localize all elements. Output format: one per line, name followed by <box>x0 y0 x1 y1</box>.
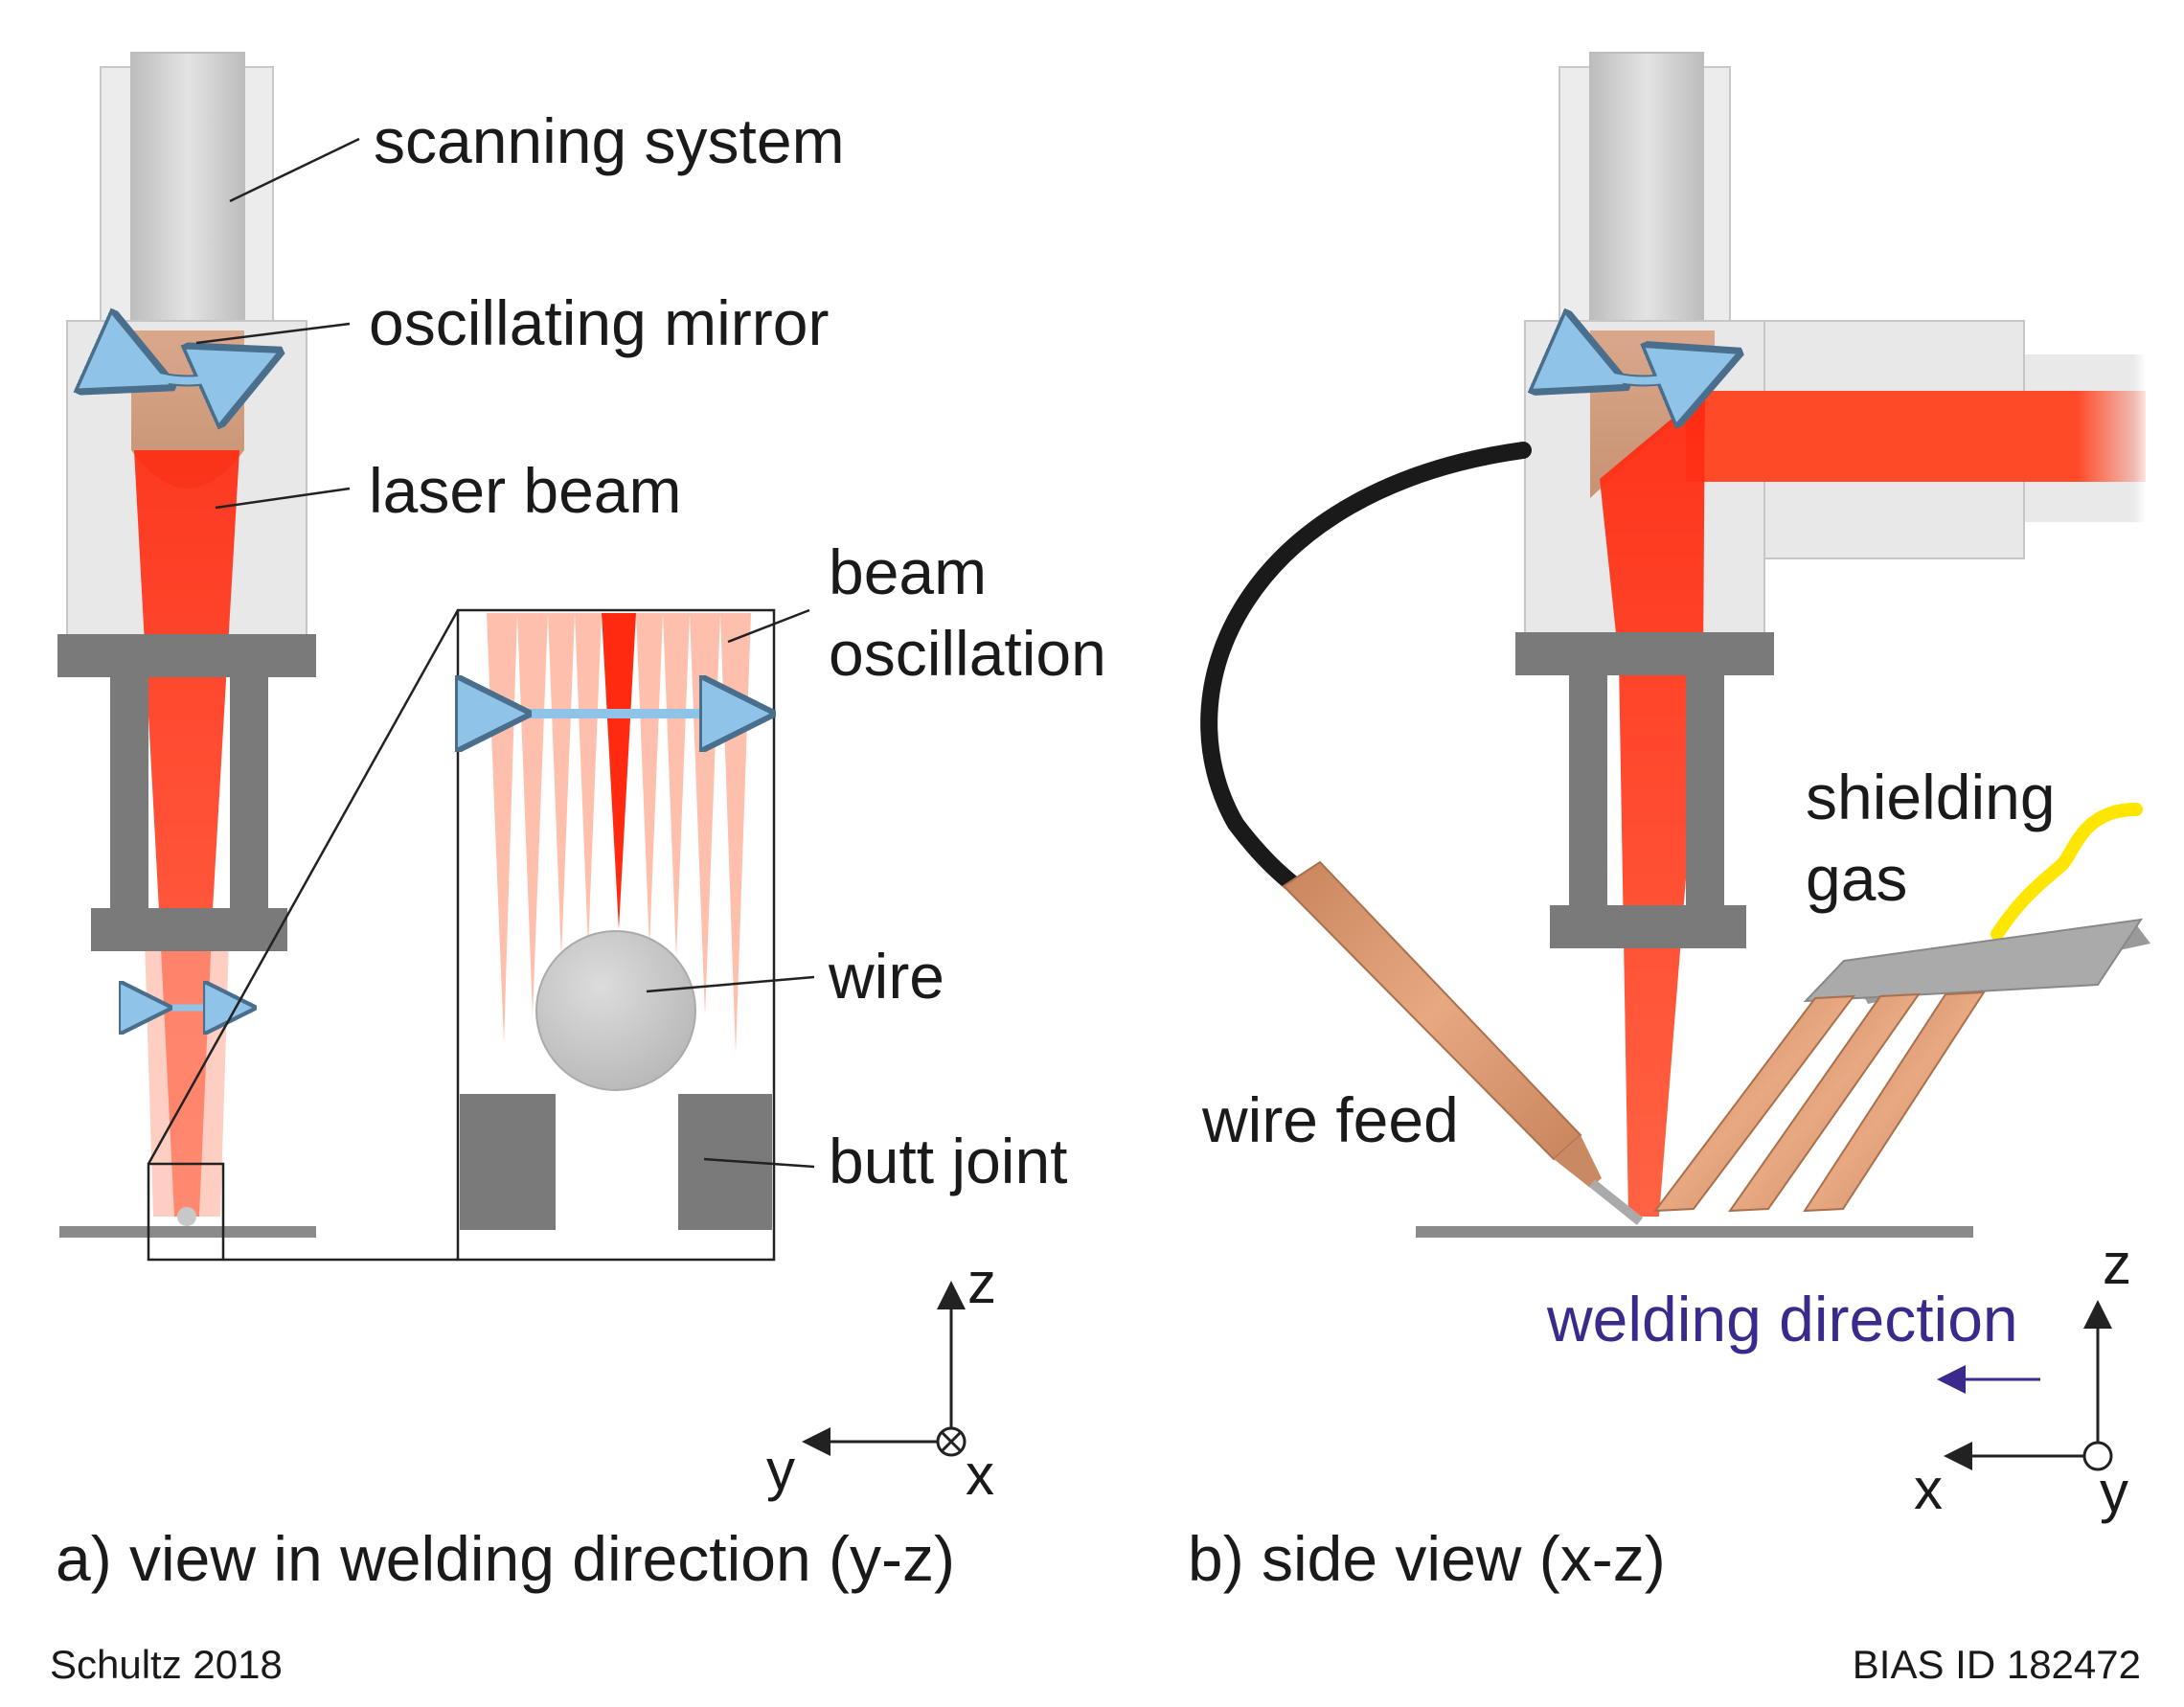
footer-right: BIAS ID 182472 <box>1853 1642 2141 1687</box>
wire-feed-nozzle <box>1282 860 1644 1225</box>
axes-b: z x y <box>1914 1232 2131 1524</box>
shielding-gas-nozzle <box>1652 918 2150 1213</box>
caption-b: b) side view (x-z) <box>1188 1523 1666 1594</box>
label-butt-joint: butt joint <box>829 1126 1068 1196</box>
axis-b-x: x <box>1914 1457 1943 1521</box>
axis-a-x: x <box>966 1443 994 1507</box>
workpiece-b <box>1416 1226 1973 1238</box>
label-shielding-gas-2: gas <box>1806 843 1907 914</box>
label-wire: wire <box>828 941 944 1012</box>
shielding-gas-hose <box>1991 803 2143 941</box>
label-oscillating-mirror: oscillating mirror <box>369 287 829 358</box>
label-beam-oscillation-1: beam <box>829 536 987 607</box>
axis-b-z: z <box>2103 1232 2131 1296</box>
lens-mount <box>57 634 316 951</box>
zoom-inset <box>458 608 774 1262</box>
label-beam-oscillation-2: oscillation <box>829 618 1106 689</box>
label-shielding-gas-1: shielding <box>1806 762 2056 832</box>
laser-beam-b <box>1600 391 1705 1217</box>
label-wire-feed: wire feed <box>1201 1084 1459 1155</box>
panel-b: shielding gas wire feed welding directio… <box>1188 52 2150 1594</box>
axis-a-y: y <box>766 1438 795 1502</box>
detail-box-small <box>147 1162 225 1262</box>
label-welding-direction: welding direction <box>1546 1284 2018 1354</box>
wire-feed-hose <box>1200 442 1532 904</box>
label-laser-beam: laser beam <box>369 455 682 526</box>
laser-beam-horizontal <box>1686 391 2146 482</box>
axis-b-y: y <box>2100 1460 2128 1524</box>
footer-left: Schultz 2018 <box>50 1642 283 1687</box>
wire-small <box>177 1207 196 1226</box>
workpiece-a <box>59 1226 316 1238</box>
lens-mount-b <box>1515 632 1774 948</box>
caption-a: a) view in welding direction (y-z) <box>56 1523 955 1594</box>
label-scanning-system: scanning system <box>374 105 845 176</box>
panel-a: scanning system oscillating mirror laser… <box>56 52 1106 1594</box>
scanning-system <box>100 52 274 331</box>
axes-a: z y x <box>766 1251 996 1507</box>
laser-beam-fan <box>144 910 230 1217</box>
wire <box>535 930 696 1091</box>
butt-joint-left <box>460 1094 556 1230</box>
axis-a-z: z <box>967 1251 996 1315</box>
scanning-system-b <box>1558 52 1731 331</box>
